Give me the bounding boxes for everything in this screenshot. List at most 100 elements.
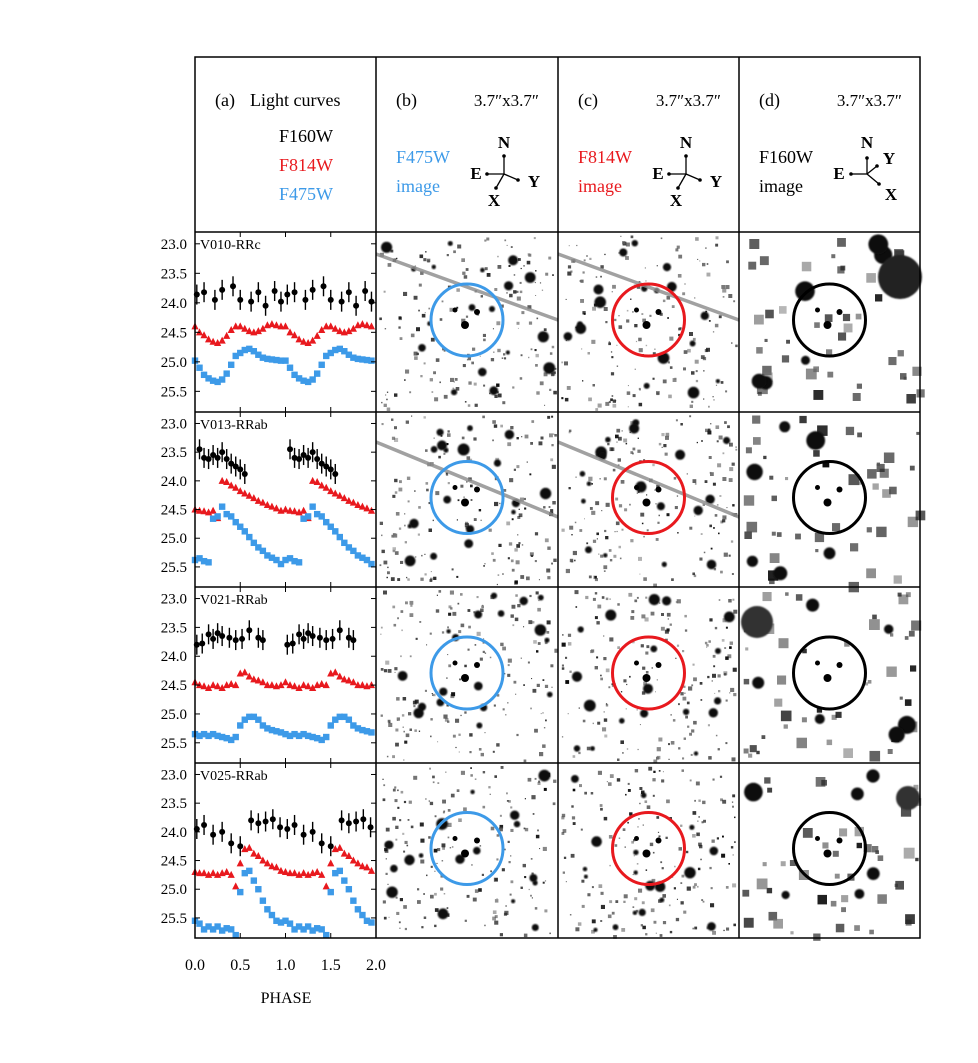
image-pixel — [467, 648, 470, 651]
image-pixel — [548, 506, 551, 508]
f160w-point — [291, 289, 298, 296]
image-pixel — [470, 499, 473, 501]
image-pixel — [638, 818, 640, 820]
image-pixel — [496, 743, 500, 747]
image-pixel — [600, 554, 604, 558]
image-star — [474, 610, 483, 619]
image-star — [532, 880, 538, 886]
x-tick-label: 1.5 — [321, 957, 341, 974]
image-pixel — [711, 680, 713, 682]
image-pixel — [605, 597, 609, 601]
image-pixel — [472, 897, 477, 902]
image-pixel — [719, 775, 723, 778]
image-pixel — [595, 408, 599, 411]
image-star — [689, 340, 696, 347]
image-pixel — [636, 863, 639, 865]
image-pixel — [697, 820, 699, 822]
f814w-point — [300, 681, 308, 689]
image-star — [693, 505, 703, 516]
image-pixel — [414, 699, 419, 704]
image-pixel — [610, 372, 615, 376]
field-of-view: 3.7″x3.7″ — [656, 91, 721, 110]
f475w-point — [237, 349, 244, 357]
image-pixel — [455, 746, 457, 749]
image-pixel — [636, 285, 641, 289]
image-pixel — [423, 258, 427, 262]
image-pixel — [580, 279, 584, 283]
image-pixel — [460, 484, 464, 488]
image-pixel — [624, 846, 626, 848]
image-pixel — [500, 424, 503, 428]
image-pixel — [394, 393, 398, 397]
image-pixel — [416, 327, 420, 332]
image-pixel — [887, 749, 893, 754]
f475w-point — [368, 729, 375, 736]
image-pixel — [486, 273, 491, 277]
image-pixel — [714, 692, 716, 694]
image-pixel — [455, 387, 460, 391]
image-pixel — [402, 697, 407, 701]
y-tick-label: 25.0 — [161, 882, 187, 898]
image-pixel — [667, 618, 669, 620]
f814w-point — [209, 681, 217, 689]
f160w-point — [350, 637, 357, 644]
f814w-point — [290, 682, 299, 690]
image-pixel — [478, 748, 482, 751]
f814w-point — [223, 868, 231, 876]
f475w-point — [318, 513, 325, 520]
f475w-point — [223, 370, 230, 377]
satellite-trail — [375, 252, 559, 322]
f814w-point — [272, 504, 281, 512]
f475w-point — [341, 713, 348, 721]
image-pixel — [673, 887, 676, 890]
f160w-point — [284, 825, 291, 832]
image-pixel — [523, 933, 528, 938]
image-pixel — [656, 484, 660, 489]
image-star — [594, 296, 606, 309]
image-pixel — [724, 647, 727, 649]
y-tick-label: 25.5 — [161, 911, 187, 927]
f475w-point — [309, 927, 316, 934]
f475w-point — [241, 346, 248, 354]
image-pixel — [409, 655, 412, 658]
f160w-point — [228, 460, 235, 467]
compass-tip — [865, 156, 869, 160]
image-pixel — [907, 516, 919, 528]
image-pixel — [711, 839, 715, 843]
image-star — [583, 874, 588, 879]
image-pixel — [385, 872, 388, 875]
f475w-point — [246, 713, 253, 721]
panel-grid — [194, 56, 921, 939]
image-pixel — [613, 935, 617, 939]
f814w-point — [227, 679, 235, 687]
image-pixel — [789, 860, 796, 866]
image-star — [773, 566, 788, 581]
image-pixel — [680, 882, 683, 884]
target-star — [642, 321, 651, 329]
header-row: (a)Light curvesF160WF814WF475W(b)3.7″x3.… — [215, 90, 902, 210]
image-pixel — [637, 748, 639, 751]
f814w-point — [304, 338, 312, 346]
image-pixel — [534, 728, 538, 733]
image-pixel — [815, 549, 819, 553]
image-pixel — [652, 851, 655, 854]
image-pixel — [493, 351, 495, 353]
f160w-point — [287, 446, 294, 453]
image-pixel — [665, 432, 670, 437]
image-pixel — [449, 590, 454, 595]
image-pixel — [877, 855, 884, 861]
f814w-point — [286, 328, 294, 336]
image-pixel — [692, 337, 696, 341]
image-pixel — [426, 644, 428, 646]
f160w-point — [314, 456, 321, 463]
image-pixel — [387, 719, 391, 723]
image-pixel — [462, 364, 466, 368]
image-pixel — [728, 863, 730, 865]
image-pixel — [582, 311, 586, 315]
image-pixel — [540, 713, 542, 715]
f475w-point — [336, 867, 343, 875]
image-pixel — [394, 551, 399, 555]
image-pixel — [690, 753, 693, 756]
image-star — [700, 311, 709, 320]
f814w-point — [277, 681, 285, 689]
